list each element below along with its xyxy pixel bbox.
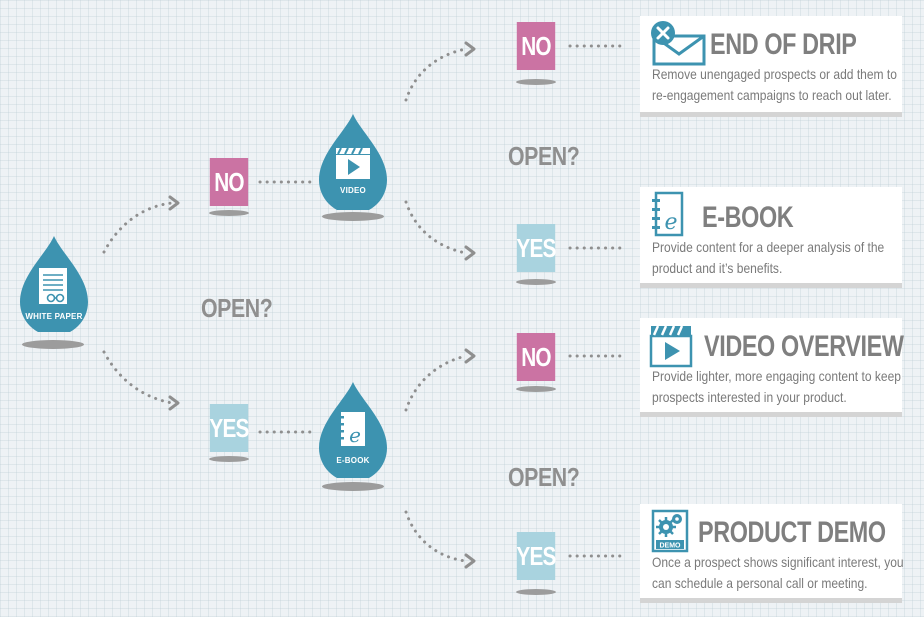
demo-icon-text: DEMO [660,543,682,550]
arrowhead [464,41,476,57]
outcome-card-ebook: e E-BOOK Provide content for a deeper an… [640,187,902,283]
decision-label: OPEN? [508,141,580,171]
demo-gears-icon: DEMO [651,509,689,553]
connector-video-to-no2 [404,47,468,102]
connector-wp-to-yes1 [102,350,174,405]
outcome-title: END OF DRIP [710,28,857,61]
arrowhead [168,195,180,211]
connector-wp-to-no1 [102,201,174,254]
outcome-card-end-of-drip: END OF DRIP Remove unengaged prospects o… [640,16,902,112]
no-box: NO [209,158,249,206]
ebook-icon: e [652,191,684,237]
svg-text:e: e [664,210,677,235]
box-shadow [516,79,556,85]
outcome-card-product-demo: DEMO PRODUCT DEMO Once a prospect shows … [640,504,904,598]
arrowhead [464,245,476,261]
connector-ebook-to-no3 [404,354,468,412]
no-box: NO [516,22,556,70]
node-ebook: e E-BOOK [317,378,389,478]
node-label: WHITE PAPER [25,312,83,321]
box-shadow [516,589,556,595]
outcome-desc-line: prospects interested in your product. [652,389,847,405]
outcome-desc-line: Provide lighter, more engaging content t… [652,368,901,384]
node-label: E-BOOK [336,456,370,465]
no-box: NO [516,333,556,381]
video-clapper-icon [336,147,370,179]
yes-box: YES [209,404,249,452]
arrowhead [168,395,180,411]
outcome-card-video-overview: VIDEO OVERVIEW Provide lighter, more eng… [640,318,904,412]
box-shadow [209,210,249,216]
document-icon [39,268,67,304]
outcome-desc-line: product and it’s benefits. [652,260,783,276]
ebook-icon: e [339,412,365,447]
outcome-desc-line: re-engagement campaigns to reach out lat… [652,87,892,103]
box-shadow [516,386,556,392]
arrowhead [464,553,476,569]
box-shadow [209,456,249,462]
node-white-paper: WHITE PAPER [18,232,90,332]
node-shadow [22,340,84,349]
node-shadow [322,482,384,491]
outcome-desc-line: can schedule a personal call or meeting. [652,575,868,591]
outcome-desc-line: Provide content for a deeper analysis of… [652,239,885,255]
outcome-title: E-BOOK [702,201,794,234]
node-video: VIDEO [317,110,389,210]
yes-box: YES [516,532,556,580]
connector-ebook-to-yes3 [404,510,468,563]
svg-text:e: e [349,423,361,447]
outcome-title: VIDEO OVERVIEW [704,330,904,363]
box-shadow [516,279,556,285]
decision-label: OPEN? [201,293,273,323]
decision-label: OPEN? [508,462,580,492]
yes-box: YES [516,224,556,272]
outcome-desc-line: Once a prospect shows significant intere… [652,554,904,570]
envelope-x-icon [651,21,706,66]
node-label: VIDEO [340,186,366,195]
outcome-desc-line: Remove unengaged prospects or add them t… [652,66,897,82]
arrowhead [464,348,476,364]
node-shadow [322,212,384,221]
connector-video-to-yes2 [404,200,468,255]
outcome-title: PRODUCT DEMO [698,516,886,549]
video-clapper-icon [649,325,693,368]
